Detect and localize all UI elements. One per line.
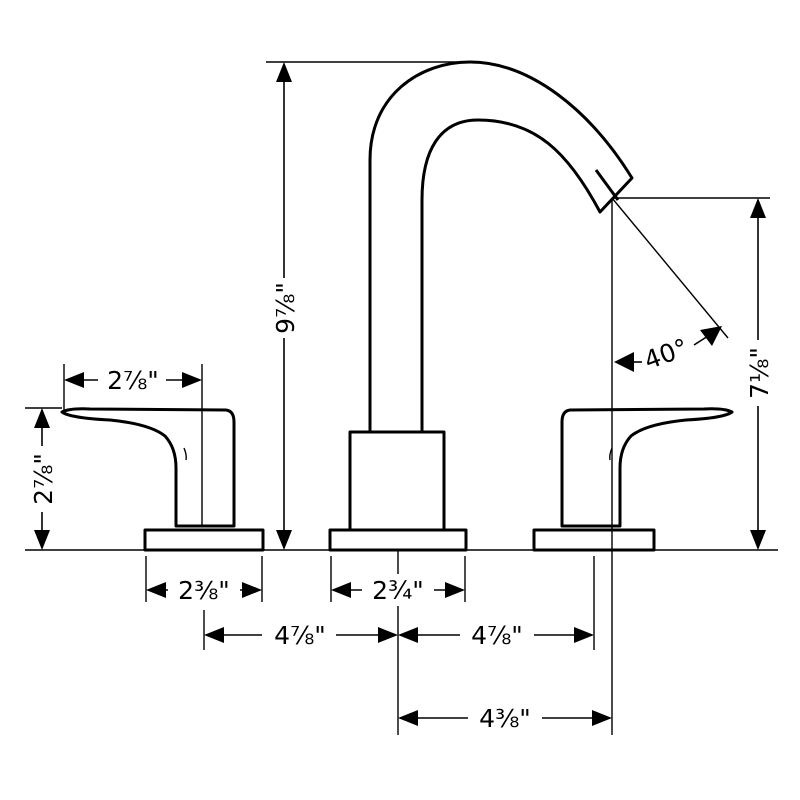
label-right-center-spacing: 4⅞" [471, 621, 523, 650]
dimension-right-center-spacing: 4⅞" [398, 619, 594, 651]
spout-outline [368, 60, 634, 434]
dimension-spray-angle: 40° [614, 326, 722, 375]
label-outlet-height: 7⅛" [745, 347, 774, 399]
dimension-spout-base-width: 2¾" [331, 574, 465, 606]
dimension-outlet-height: 7⅛" [742, 198, 774, 550]
left-handle-crease [183, 447, 187, 461]
spout-body [348, 430, 446, 532]
label-spout-reach: 4⅜" [479, 704, 531, 733]
label-handle-base-width: 2⅜" [178, 576, 230, 605]
dimension-handle-height: 2⅞" [26, 408, 58, 550]
label-total-height: 9⅞" [271, 282, 300, 334]
left-handle-lever [60, 407, 236, 528]
label-left-center-spacing: 4⅞" [274, 621, 326, 650]
dimension-handle-base-width: 2⅜" [146, 574, 262, 606]
extension-line [611, 197, 729, 339]
dimension-spout-reach: 4⅜" [398, 702, 612, 734]
label-spray-angle: 40° [640, 333, 692, 375]
dimension-left-center-spacing: 4⅞" [204, 619, 398, 651]
label-spout-base-width: 2¾" [372, 576, 424, 605]
dimension-handle-depth: 2⅞" [64, 364, 202, 396]
label-handle-depth: 2⅞" [107, 366, 159, 395]
spout-aerator-ring [594, 169, 620, 201]
dimension-total-height: 9⅞" [268, 62, 300, 550]
label-handle-height: 2⅞" [29, 453, 58, 505]
right-handle-base [532, 528, 656, 552]
right-handle-lever [560, 407, 734, 528]
spout-base-plate [328, 528, 468, 552]
left-handle-base [143, 528, 265, 552]
